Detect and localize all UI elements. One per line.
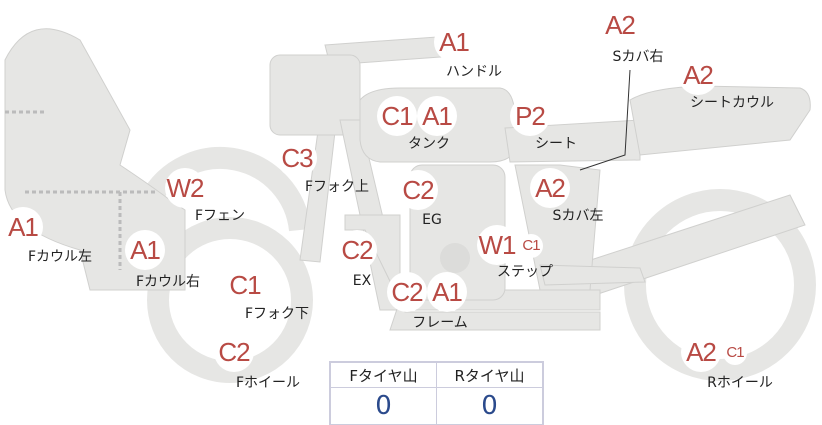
damage-code: C3 (277, 138, 317, 178)
damage-code: C2 (214, 332, 254, 372)
damage-code: A1 (125, 230, 165, 270)
damage-code: A2 (681, 332, 721, 372)
part-label: Fフォク上 (304, 179, 370, 195)
front-tread-header: Fタイヤ山 (329, 361, 437, 388)
damage-code: A1 (3, 207, 43, 247)
part-label: Rホイール (707, 375, 773, 391)
part-label: ステップ (497, 264, 553, 280)
damage-code: A2 (678, 55, 718, 95)
headlight-shape (269, 54, 361, 136)
step-shape (539, 264, 646, 286)
part-label: フレーム (412, 315, 468, 331)
part-label: Fカウル右 (135, 274, 201, 290)
rear-wheel-shape (624, 189, 816, 381)
front-wheel-shape (147, 217, 313, 383)
damage-code: C1 (377, 96, 417, 136)
damage-code: A1 (427, 272, 467, 312)
part-label: Sカバ左 (552, 208, 604, 224)
rear-tread-header: Rタイヤ山 (436, 361, 544, 388)
damage-code: A2 (530, 168, 570, 208)
part-label: ハンドル (446, 64, 502, 80)
leader-line (579, 69, 631, 171)
part-label: Fフォク下 (244, 306, 310, 322)
damage-code: W1 (477, 225, 517, 265)
damage-code: C2 (387, 272, 427, 312)
damage-code: W2 (165, 168, 205, 208)
damage-code: C1 (519, 234, 543, 258)
part-label: シートカウル (690, 95, 774, 111)
part-label: シート (535, 136, 577, 152)
part-label: Fカウル左 (27, 249, 93, 265)
part-label: EG (422, 212, 442, 228)
part-label: タンク (408, 136, 450, 152)
damage-code: A2 (600, 5, 640, 45)
damage-code: A1 (434, 22, 474, 62)
part-label: Fフェン (194, 208, 246, 224)
seat-cowl-shape (629, 85, 811, 156)
tire-tread-table: Fタイヤ山 Rタイヤ山 0 0 (329, 361, 544, 425)
rear-tread-value: 0 (436, 387, 544, 425)
part-label: Sカバ右 (612, 49, 664, 65)
front-tread-value: 0 (329, 387, 437, 425)
part-label: EX (352, 273, 372, 289)
damage-code: C1 (225, 265, 265, 305)
damage-code: A1 (417, 96, 457, 136)
damage-code: P2 (510, 96, 550, 136)
damage-code: C2 (337, 230, 377, 270)
damage-code: C1 (723, 341, 747, 365)
damage-code: C2 (398, 170, 438, 210)
part-label: Fホイール (235, 375, 301, 391)
